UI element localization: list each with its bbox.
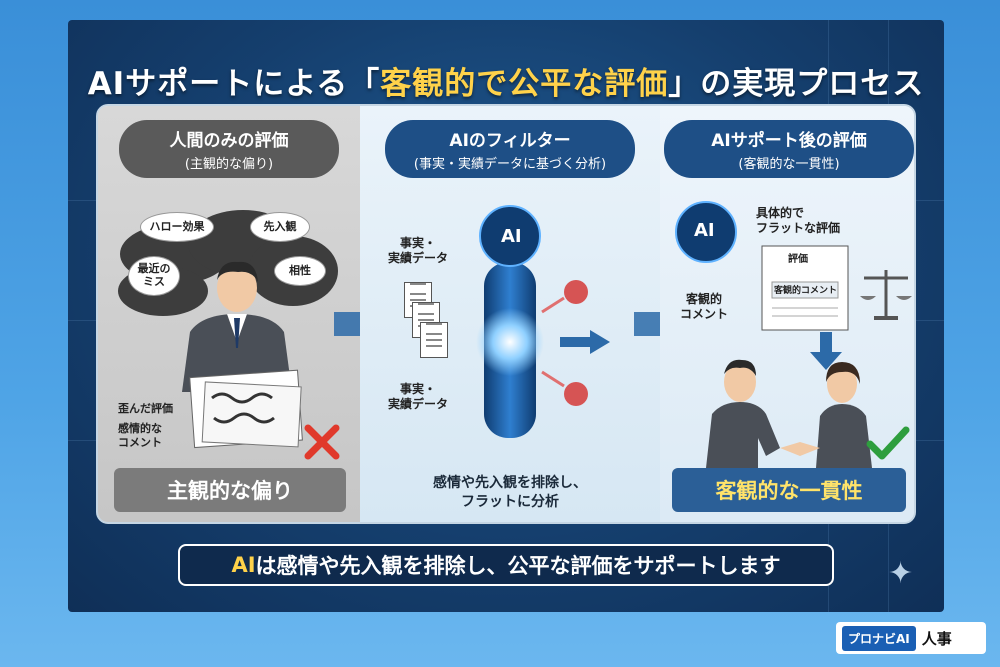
- title-highlight: 客観的で公平な評価: [380, 66, 669, 102]
- heading-line2: (事実・実績データに基づく分析): [413, 157, 607, 172]
- arrow-down-icon: [810, 332, 842, 370]
- brand-tag: プロナビAI: [842, 625, 916, 651]
- document-title: 評価: [788, 254, 808, 265]
- flat-evaluation-label: 具体的で フラットな評価: [756, 206, 841, 235]
- heading-line2: (主観的な偏り): [184, 157, 274, 172]
- infographic-card: AIサポートによる「客観的で公平な評価」の実現プロセス 人間のみの評価 (主観的…: [68, 20, 944, 612]
- filter-note: 感情や先入観を排除し、 フラットに分析: [433, 475, 587, 510]
- ai-brain-icon: AI: [501, 226, 522, 247]
- summary-text: は感情や先入観を排除し、公平な評価をサポートします: [255, 554, 781, 578]
- halo-effect-bubble: ハロー効果: [140, 212, 214, 242]
- objective-consistency-result: 客観的な一貫性: [672, 468, 906, 512]
- compatibility-bubble: 相性: [274, 256, 326, 286]
- recent-mistake-bubble: 最近の ミス: [128, 256, 180, 296]
- fact-data-label-top: 事実・ 実績データ: [388, 236, 449, 265]
- brand-logo: プロナビAI 人事: [836, 622, 986, 654]
- handshake-illustration: [706, 359, 872, 468]
- ai-brain-icon: [675, 201, 737, 263]
- check-icon: [866, 426, 910, 460]
- sparkle-icon: ✦: [888, 556, 914, 591]
- process-panel: 人間のみの評価 (主観的な偏り) ハロー効果 先入観 最近の ミス 相性: [96, 104, 916, 524]
- ai-filter-gate-illustration: [476, 205, 610, 438]
- brand-text: 人事: [921, 629, 952, 648]
- document-icon: [420, 322, 448, 358]
- ai-filter-column: AIのフィルター (事実・実績データに基づく分析) 事実・ 実績データ 事実・ …: [360, 106, 660, 522]
- human-evaluation-column: 人間のみの評価 (主観的な偏り) ハロー効果 先入観 最近の ミス 相性: [98, 106, 360, 522]
- ai-filter-heading: AIのフィルター (事実・実績データに基づく分析): [385, 120, 635, 178]
- cross-icon: [304, 424, 340, 460]
- human-evaluation-heading: 人間のみの評価 (主観的な偏り): [119, 120, 339, 178]
- document-comment: 客観的コメント: [774, 286, 838, 296]
- after-ai-heading: AIサポート後の評価 (客観的な一貫性): [664, 120, 914, 178]
- preconception-bubble: 先入観: [250, 212, 310, 242]
- heading-line1: AIのフィルター: [449, 131, 571, 151]
- subjective-bias-result: 主観的な偏り: [114, 468, 346, 512]
- distorted-evaluation-label: 歪んだ評価: [118, 402, 173, 415]
- heading-line1: AIサポート後の評価: [711, 131, 867, 151]
- emotional-comment-label: 感情的な コメント: [118, 422, 162, 449]
- objective-comment-label: 客観的 コメント: [680, 292, 729, 321]
- heading-line1: 人間のみの評価: [169, 131, 289, 151]
- heading-line2: (客観的な一貫性): [738, 157, 840, 172]
- ai-label: AI: [694, 220, 715, 241]
- distorted-papers-illustration: [189, 369, 303, 449]
- summary-ai: AI: [231, 553, 256, 577]
- title-suffix: 」の実現プロセス: [668, 66, 925, 102]
- evaluation-document-illustration: [761, 245, 849, 331]
- title-prefix: AIサポートによる「: [87, 66, 381, 102]
- fact-data-label-bottom: 事実・ 実績データ: [388, 382, 449, 411]
- scales-icon: [860, 270, 912, 320]
- page-title: AIサポートによる「客観的で公平な評価」の実現プロセス: [68, 58, 944, 103]
- after-ai-evaluation-column: AIサポート後の評価 (客観的な一貫性) AI 具体的で フラットな評価 評価 …: [660, 106, 914, 522]
